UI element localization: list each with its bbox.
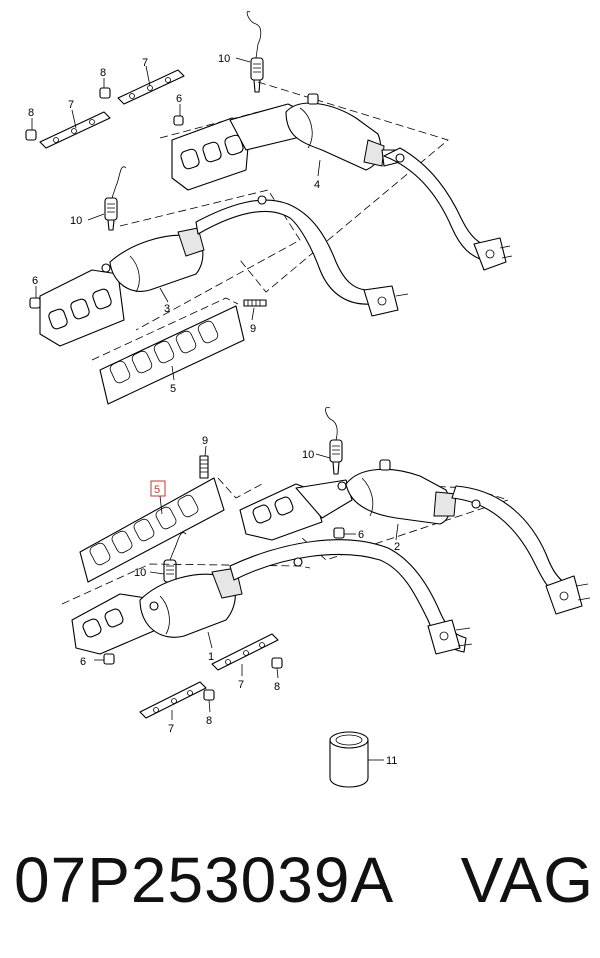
nut-8-lower-front	[203, 689, 215, 701]
lambda-probe-upper-right	[246, 10, 264, 93]
nut-6-upper-front	[29, 297, 41, 309]
callout-1: 1	[208, 651, 214, 663]
stud-9-upper	[243, 299, 267, 307]
exhaust-manifold-catalyst-4	[171, 93, 513, 271]
callout-9-lower: 9	[202, 435, 208, 447]
sleeve-11	[329, 731, 369, 788]
callout-8b: 8	[28, 107, 34, 119]
callout-8a-lower: 8	[274, 681, 280, 693]
dashed-outline-lower-front	[61, 563, 311, 605]
lambda-probe-lower-right	[325, 406, 343, 475]
brand-name: VAG	[460, 844, 594, 916]
callout-3: 3	[164, 303, 170, 315]
leader-8a-lower	[276, 667, 279, 679]
callout-10a-lower: 10	[302, 449, 314, 461]
leader-1	[207, 631, 213, 649]
callout-7b: 7	[68, 99, 74, 111]
leader-8b-lower	[208, 699, 211, 713]
leader-7a	[145, 65, 151, 87]
callout-7a: 7	[142, 57, 148, 69]
nut-8-upper-front	[25, 129, 37, 141]
callout-8a: 8	[100, 67, 106, 79]
leader-7b	[71, 109, 77, 129]
callout-6b-lower: 6	[80, 656, 86, 668]
callout-7a-lower: 7	[238, 679, 244, 691]
upper-assembly: 10 8 7 8 7 6 4 10 6 3 9 5	[25, 10, 513, 405]
gasket-5-upper	[91, 297, 245, 405]
nut-6-lower-front	[103, 653, 115, 665]
heat-shield-strip-upper-back	[117, 69, 185, 105]
exhaust-manifold-catalyst-2	[239, 459, 591, 615]
callout-9: 9	[250, 323, 256, 335]
exhaust-manifold-catalyst-1	[71, 539, 473, 655]
leader-10a-lower	[315, 453, 331, 459]
callout-8b-lower: 8	[206, 715, 212, 727]
callout-6a-lower: 6	[358, 529, 364, 541]
callout-11: 11	[386, 755, 397, 767]
leader-10b	[87, 213, 105, 221]
callout-7b-lower: 7	[168, 723, 174, 735]
leader-2	[395, 523, 399, 541]
leader-5-lower	[159, 495, 163, 515]
nut-6-lower-rear	[333, 527, 345, 539]
callout-10a: 10	[218, 53, 230, 65]
dashed-outline-rear	[239, 81, 449, 293]
leader-10a	[235, 57, 251, 63]
heat-shield-strip-lower-back	[211, 633, 279, 671]
gasket-5-lower	[79, 477, 263, 583]
callout-10b: 10	[70, 215, 82, 227]
stud-9-lower	[199, 455, 209, 479]
callout-6a: 6	[176, 93, 182, 105]
leader-3	[159, 287, 169, 303]
heat-shield-strip-upper-front	[39, 111, 111, 149]
nut-6-upper-rear	[173, 115, 184, 126]
leader-5	[171, 365, 175, 381]
nut-8-lower-back	[271, 657, 283, 669]
lower-assembly: 9 5 10 6 2 10 1 6 7 8 7 8 11	[61, 406, 591, 788]
leader-9	[251, 307, 255, 321]
callout-6b: 6	[32, 275, 38, 287]
callout-10b-lower: 10	[134, 567, 146, 579]
callout-5: 5	[170, 383, 176, 395]
callout-5-highlight-box	[150, 480, 166, 497]
callout-4: 4	[314, 179, 320, 191]
callout-2: 2	[394, 541, 400, 553]
leader-4	[317, 159, 321, 177]
leader-9-lower	[204, 445, 207, 457]
footer: 07P253039A VAG	[14, 840, 594, 920]
exhaust-manifold-catalyst-3	[39, 195, 409, 347]
lambda-probe-upper-left	[104, 166, 127, 231]
heat-shield-strip-lower-front	[139, 681, 207, 719]
nut-8-upper-back	[99, 87, 111, 99]
callout-5-lower: 5	[154, 484, 160, 496]
part-number: 07P253039A	[14, 844, 395, 916]
leader-10b-lower	[149, 571, 165, 575]
